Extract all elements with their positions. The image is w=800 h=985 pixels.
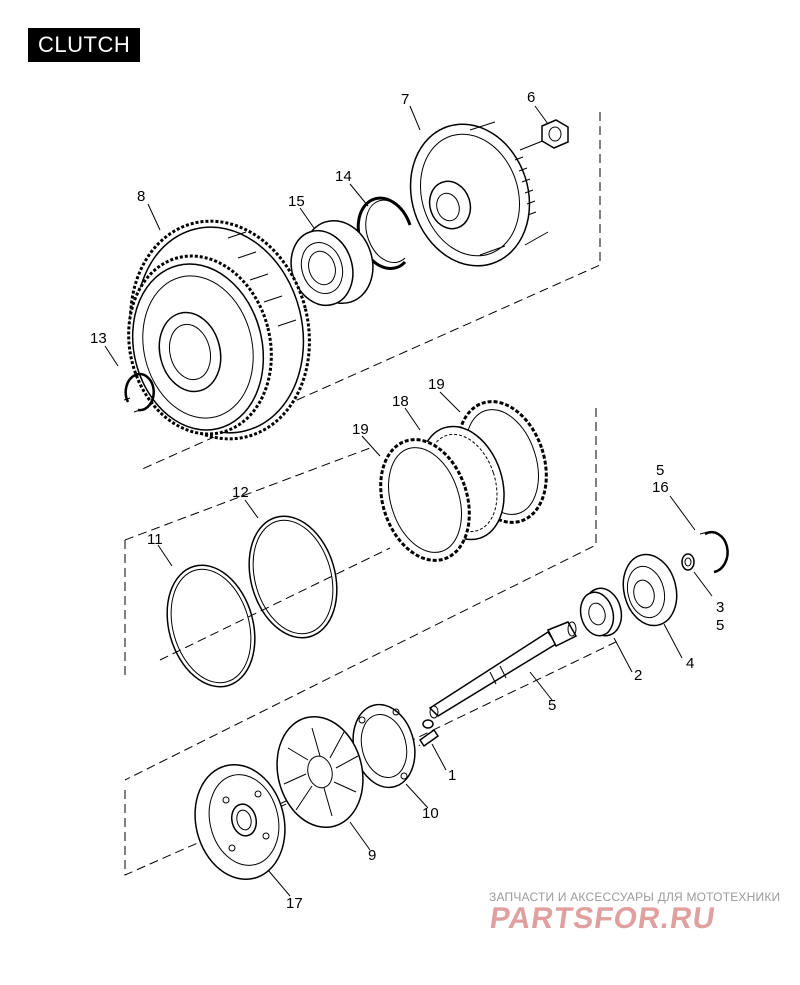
callout-19-rear: 19: [428, 376, 445, 393]
leader-lines: [104, 105, 713, 897]
assembly-frame-middle: [124, 408, 597, 781]
callout-16: 16: [652, 479, 669, 496]
part-diaphragm-spring: [276, 715, 364, 829]
part-release-bearing: [579, 587, 623, 637]
assembly-frame-upper: [139, 112, 601, 471]
callout-17: 17: [286, 895, 303, 912]
callout-9: 9: [368, 847, 376, 864]
part-retaining-ring: [356, 196, 412, 270]
part-retainer-plate: [352, 703, 416, 789]
part-washer: [681, 553, 695, 571]
callout-13: 13: [90, 330, 107, 347]
part-spring-ring-12: [248, 515, 338, 639]
callout-5-right: 5: [716, 617, 724, 634]
callout-3: 3: [716, 599, 724, 616]
callout-14: 14: [335, 168, 352, 185]
callout-10: 10: [422, 805, 439, 822]
part-snap-ring-small: [123, 372, 155, 413]
callout-18: 18: [392, 393, 409, 410]
part-clutch-hub: [409, 121, 549, 267]
part-pressure-plate: [194, 763, 286, 881]
part-release-cover: [622, 553, 678, 627]
callout-labels: 7 6 14 15 8 13 19 18 19 12 11 5 16 3 5 4…: [90, 89, 724, 912]
callout-5-pushrod: 5: [548, 697, 556, 714]
part-hub-nut: [541, 119, 569, 149]
part-snap-ring-right: [699, 531, 729, 574]
callout-5-top: 5: [656, 462, 664, 479]
callout-12: 12: [232, 484, 249, 501]
part-adjusting-screw: [418, 719, 440, 748]
callout-11: 11: [147, 531, 163, 548]
watermark-caption: ЗАПЧАСТИ И АКСЕССУАРЫ ДЛЯ МОТОТЕХНИКИ: [489, 890, 781, 904]
callout-2: 2: [634, 667, 642, 684]
watermark-logo: PARTSFOR.RU: [487, 902, 718, 935]
part-pushrod: [428, 621, 578, 719]
callout-7: 7: [401, 91, 409, 108]
callout-6: 6: [527, 89, 535, 106]
part-spring-ring-11: [166, 564, 256, 688]
part-bearing-large: [290, 219, 374, 307]
part-friction-plate-front: [379, 438, 471, 562]
callout-8: 8: [137, 188, 145, 205]
callout-19-front: 19: [352, 421, 369, 438]
part-clutch-shell: [127, 219, 311, 441]
callout-4: 4: [686, 655, 694, 672]
callout-15: 15: [288, 193, 305, 210]
callout-1: 1: [448, 767, 456, 784]
page-title: CLUTCH: [28, 28, 141, 62]
